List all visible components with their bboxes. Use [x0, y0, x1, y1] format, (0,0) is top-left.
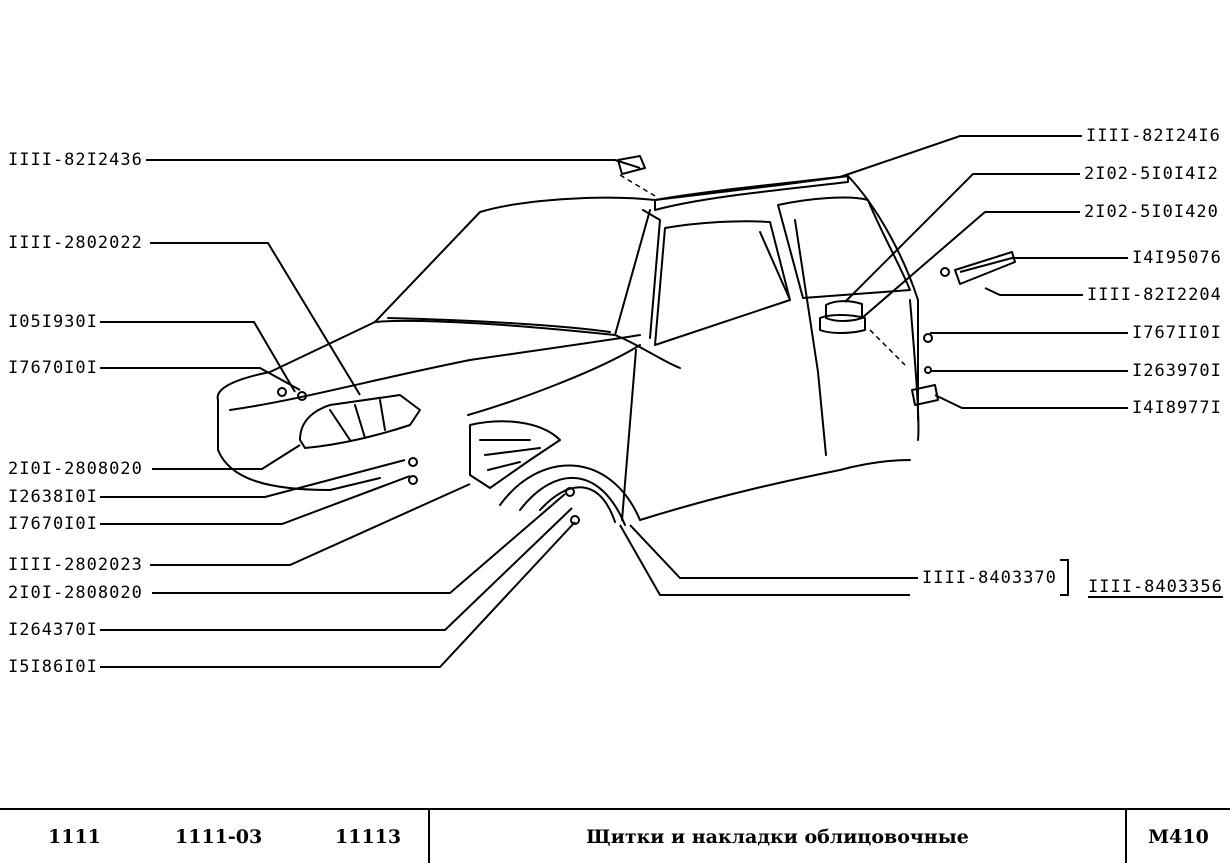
model-1: 1111 [48, 825, 101, 848]
leader-lines [100, 135, 1128, 668]
door-handle-seal-parts [819, 300, 866, 334]
part-label-r2: 2I02-5I0I4I2 [1084, 164, 1219, 184]
part-label-l8: IIII-2802023 [8, 555, 143, 575]
roof-clip-part [617, 155, 646, 175]
emblem-part [954, 251, 1016, 285]
part-label-l9: 2I0I-2808020 [8, 583, 143, 603]
model-3: 11113 [335, 825, 402, 848]
part-label-l7: I7670I0I [8, 514, 98, 534]
part-label-l5: 2I0I-2808020 [8, 459, 143, 479]
part-label-l3: I05I930I [8, 312, 98, 332]
sheet-code: М410 [1148, 825, 1209, 848]
footer-divider [1125, 810, 1127, 863]
footer-divider [428, 810, 430, 863]
part-label-b1: IIII-8403370 [922, 568, 1057, 588]
part-label-l6: I2638I0I [8, 487, 98, 507]
part-label-l1: IIII-82I2436 [8, 150, 143, 170]
sheet-title: Щитки и накладки облицовочные [586, 825, 969, 848]
part-label-r7: I263970I [1132, 361, 1222, 381]
part-label-r6: I767II0I [1132, 323, 1222, 343]
part-label-b2: IIII-8403356 [1088, 577, 1223, 598]
part-label-r1: IIII-82I24I6 [1086, 126, 1221, 146]
car-body-outline [216, 175, 920, 521]
part-label-r8: I4I8977I [1132, 398, 1222, 418]
part-label-r3: 2I02-5I0I420 [1084, 202, 1219, 222]
wheel-arch-liner-part [469, 420, 641, 526]
hood-shield-part [299, 394, 421, 449]
part-label-r4: I4I95076 [1132, 248, 1222, 268]
model-2: 1111-03 [175, 825, 263, 848]
part-label-l4: I7670I0I [8, 358, 98, 378]
fastener-parts [277, 267, 950, 525]
part-label-r5: IIII-82I2204 [1087, 285, 1222, 305]
part-label-l2: IIII-2802022 [8, 233, 143, 253]
part-label-l10: I264370I [8, 620, 98, 640]
title-block: 1111 1111-03 11113 Щитки и накладки обли… [0, 808, 1230, 863]
part-label-l11: I5I86I0I [8, 657, 98, 677]
